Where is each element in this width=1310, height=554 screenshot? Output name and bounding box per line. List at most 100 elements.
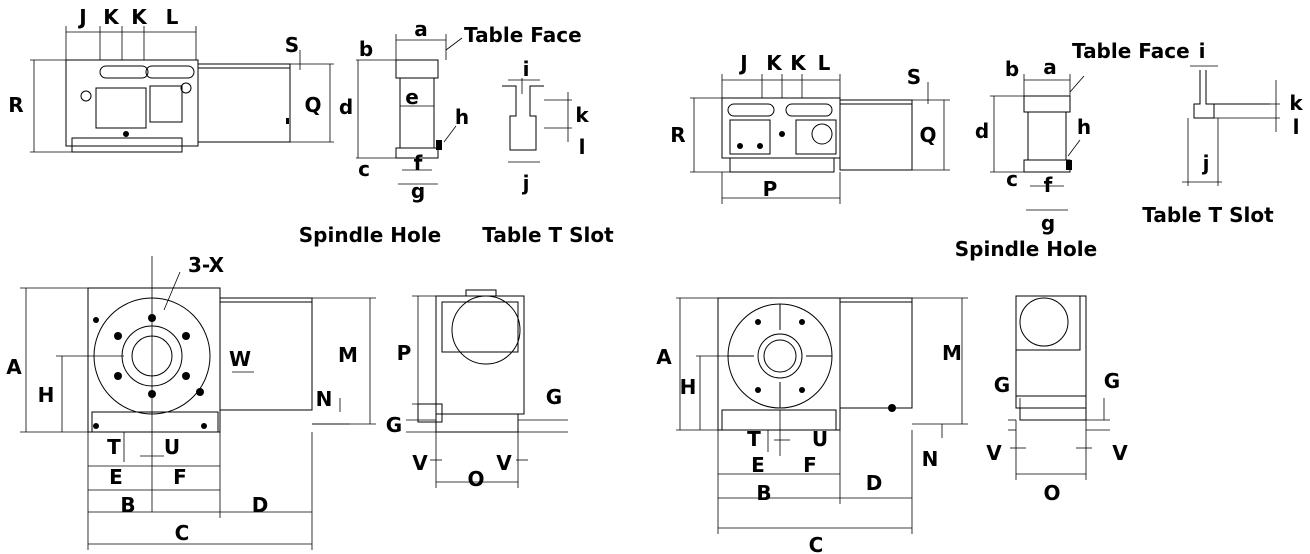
dim-label-d: d: [339, 95, 353, 119]
dim-label-V: V: [986, 441, 1002, 465]
right-side-view: [676, 297, 968, 534]
right-end-view: [1008, 295, 1110, 480]
dim-label-V: V: [412, 451, 428, 475]
dim-label-U: U: [164, 435, 180, 459]
dim-label-e: e: [405, 85, 419, 109]
dim-label-c: c: [358, 157, 370, 181]
dim-label-K: K: [131, 5, 148, 29]
dim-label-A: A: [656, 345, 672, 369]
dim-label-j: j: [522, 171, 530, 195]
dim-label-N: N: [316, 387, 333, 411]
dim-label-G: G: [386, 413, 402, 437]
dim-label-D: D: [252, 493, 269, 517]
dim-label-P: P: [763, 177, 778, 201]
right-side-labels: A H M N T U E F B D C: [656, 341, 962, 554]
dim-label-c: c: [1006, 167, 1018, 191]
left-end-view: [406, 289, 568, 488]
dim-label-W: W: [229, 347, 251, 371]
dim-label-a: a: [1043, 55, 1057, 79]
dim-label-L: L: [166, 5, 179, 29]
dim-label-d: d: [975, 119, 989, 143]
dim-label-T: T: [747, 427, 761, 451]
dim-label-S: S: [907, 65, 921, 89]
right-spindle-hole-labels: a b c d f g h Table Face Spindle Hole: [955, 39, 1190, 261]
table-face-callout: Table Face: [1072, 39, 1190, 63]
dim-label-b: b: [359, 37, 373, 61]
dim-label-O: O: [467, 467, 484, 491]
dim-label-F: F: [173, 465, 187, 489]
right-spindle-hole-diagram: [990, 74, 1085, 211]
dim-label-i: i: [1199, 39, 1206, 63]
dim-label-A: A: [6, 355, 22, 379]
dim-label-M: M: [942, 341, 962, 365]
dim-label-L: L: [818, 51, 831, 75]
dim-label-M: M: [338, 343, 358, 367]
dim-label-K: K: [790, 51, 807, 75]
right-end-labels: G G V V O: [986, 369, 1128, 505]
dim-label-C: C: [809, 533, 824, 554]
dim-label-E: E: [751, 453, 765, 477]
left-side-view: [20, 256, 376, 550]
dim-label-K: K: [766, 51, 783, 75]
dim-label-B: B: [120, 493, 135, 517]
dim-label-S: S: [285, 33, 299, 57]
dim-label-3-X: 3-X: [188, 253, 225, 277]
right-front-labels: J K K L S R Q P: [670, 51, 936, 201]
dim-label-l: l: [1293, 115, 1300, 139]
dim-label-F: F: [803, 453, 817, 477]
right-t-slot-labels: i j k l Table T Slot: [1142, 39, 1303, 227]
spindle-hole-caption: Spindle Hole: [955, 237, 1097, 261]
dim-label-O: O: [1043, 481, 1060, 505]
dim-label-i: i: [523, 57, 530, 81]
t-slot-caption: Table T Slot: [1142, 203, 1274, 227]
dim-label-V: V: [496, 451, 512, 475]
dim-label-f: f: [1044, 173, 1053, 197]
dim-label-C: C: [175, 521, 190, 545]
dim-label-g: g: [411, 179, 425, 203]
left-front-view: [30, 26, 334, 153]
dim-label-Q: Q: [919, 123, 936, 147]
dim-label-U: U: [812, 427, 828, 451]
right-front-view: [690, 74, 950, 204]
dim-label-H: H: [680, 375, 697, 399]
left-end-labels: P G G V V O: [386, 341, 562, 491]
t-slot-caption: Table T Slot: [482, 223, 614, 247]
dim-label-j: j: [1202, 151, 1210, 175]
dim-label-G: G: [1104, 369, 1120, 393]
dim-label-h: h: [1077, 115, 1091, 139]
dim-label-J: J: [738, 51, 747, 75]
dim-label-k: k: [575, 103, 589, 127]
left-t-slot-diagram: [502, 78, 572, 163]
dim-label-g: g: [1041, 211, 1055, 235]
dim-label-T: T: [107, 435, 121, 459]
spindle-hole-caption: Spindle Hole: [299, 223, 441, 247]
dim-label-Q: Q: [304, 93, 321, 117]
dim-label-K: K: [103, 5, 120, 29]
dim-label-N: N: [922, 447, 939, 471]
dim-label-R: R: [670, 123, 685, 147]
dim-label-P: P: [397, 341, 412, 365]
table-face-callout: Table Face: [464, 23, 582, 47]
left-front-labels: J K K L S R Q: [8, 5, 321, 117]
dim-label-h: h: [455, 105, 469, 129]
dim-label-V: V: [1112, 441, 1128, 465]
dim-label-a: a: [414, 17, 428, 41]
dim-label-k: k: [1289, 91, 1303, 115]
dim-label-D: D: [866, 471, 883, 495]
dim-label-R: R: [8, 93, 23, 117]
right-t-slot-diagram: [1182, 65, 1280, 186]
dim-label-f: f: [414, 151, 423, 175]
dim-label-G: G: [994, 373, 1010, 397]
dim-label-b: b: [1005, 57, 1019, 81]
dim-label-J: J: [77, 5, 86, 29]
dim-label-l: l: [579, 135, 586, 159]
dim-label-E: E: [109, 465, 123, 489]
dim-label-B: B: [756, 481, 771, 505]
dim-label-H: H: [38, 383, 55, 407]
left-t-slot-labels: i j k l Table T Slot: [482, 57, 614, 247]
left-side-labels: 3-X A H W M N T U E F B D C: [6, 253, 358, 545]
dim-label-G: G: [546, 385, 562, 409]
left-spindle-hole-diagram: [356, 34, 463, 185]
left-spindle-hole-labels: a b c d e f g h Table Face Spindle Hole: [299, 17, 582, 247]
